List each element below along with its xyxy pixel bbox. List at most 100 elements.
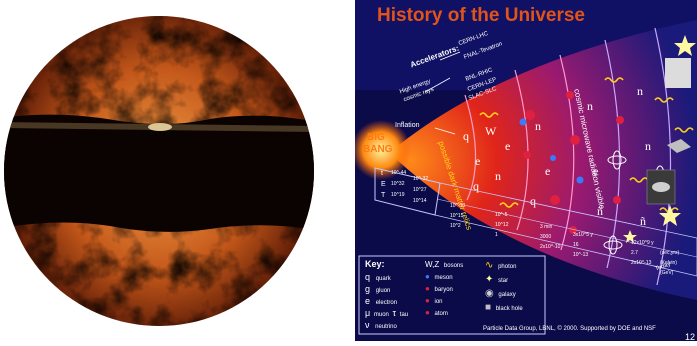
energy-value: 10^-13 (573, 252, 589, 258)
key-symbol: ν (365, 320, 370, 330)
temp-value: 10^27 (413, 187, 427, 193)
sky-sphere-graphic (4, 16, 314, 326)
temp-value: 3000 (540, 234, 552, 240)
temp-value: 10^32 (391, 181, 405, 187)
energy-value: 1 (495, 232, 498, 238)
key-item: ν neutrino (365, 320, 408, 332)
inflation-label: Inflation (395, 122, 420, 129)
key-symbol: μ (365, 308, 371, 318)
meson-icon: ● (425, 272, 430, 281)
temp-value: 10^15 (450, 213, 464, 219)
key-item: ◉ galaxy (485, 288, 523, 302)
photon-icon: ∿ (485, 260, 494, 271)
row-label-energy: E (381, 181, 386, 188)
svg-text:q: q (473, 179, 479, 193)
time-value: 10^-10 (450, 203, 466, 209)
key-name: tau (399, 312, 409, 318)
key-name: gluon (375, 288, 391, 294)
key-name: ion (434, 299, 443, 305)
svg-text:n: n (587, 99, 593, 113)
black-hole-icon: ■ (485, 302, 492, 313)
svg-text:n: n (535, 119, 541, 133)
key-item: ● ion (425, 296, 463, 308)
units-label: (Kelvin) (660, 260, 677, 266)
poster-title: History of the Universe (377, 5, 585, 26)
key-name: baryon (434, 287, 453, 293)
key-item: ■ black hole (485, 302, 523, 316)
key-title: Key: (365, 259, 385, 269)
key-item: ● meson (425, 272, 463, 284)
units-label: (GeV) (660, 270, 674, 276)
svg-text:ñ: ñ (597, 204, 603, 218)
key-symbol: q (365, 272, 371, 282)
key-item: ✦ star (485, 274, 523, 288)
key-name: meson (434, 275, 453, 281)
key-symbol: e (365, 296, 371, 306)
time-value: 10^-32 (413, 176, 429, 182)
key-item: q quark (365, 272, 408, 284)
energy-value: 10^2 (450, 223, 461, 229)
svg-text:n: n (645, 139, 651, 153)
ion-icon: ● (425, 296, 430, 305)
key-name: galaxy (498, 292, 516, 298)
key-name: black hole (495, 306, 523, 312)
key-item: e electron (365, 296, 408, 308)
time-value: 10^-44 (391, 170, 407, 176)
big-bang-label-2: BANG (363, 144, 393, 155)
key-name: bosons (443, 263, 464, 269)
galaxy-icon: ◉ (485, 288, 494, 299)
key-symbol: τ (392, 308, 397, 318)
svg-text:e: e (475, 154, 480, 168)
key-item: ● atom (425, 308, 463, 320)
key-name: muon (373, 312, 389, 318)
baryon-icon: ● (425, 284, 430, 293)
key-name: atom (434, 311, 448, 317)
sky-map-image (0, 0, 318, 341)
atom-icon: ● (425, 308, 430, 317)
time-value: 12x10^9 y (631, 240, 654, 246)
svg-text:e: e (545, 164, 550, 178)
temp-value: 16 (573, 242, 579, 248)
energy-value: 10^19 (391, 192, 405, 198)
svg-text:n: n (637, 84, 643, 98)
energy-value: 10^14 (413, 198, 427, 204)
key-name: photon (498, 264, 517, 270)
svg-text:ñ: ñ (640, 214, 646, 228)
key-item: g gluon (365, 284, 408, 296)
key-symbol: g (365, 284, 371, 294)
key-legend: Key: q quark g gluon e electron μ muon τ… (359, 256, 545, 334)
key-name: electron (375, 300, 398, 306)
svg-text:q: q (463, 129, 469, 143)
units-label: (sec,yrs) (660, 250, 680, 256)
key-name: star (498, 278, 509, 284)
key-item: ∿ photon (485, 260, 523, 274)
svg-text:W: W (485, 124, 497, 138)
poster-graphic: qeW nqe neq neñ nnñ (355, 0, 697, 341)
svg-text:e: e (505, 139, 510, 153)
key-item: W,Z bosons (425, 260, 463, 272)
key-column-3: ∿ photon ✦ star ◉ galaxy ■ black hole (485, 260, 523, 316)
svg-text:q: q (530, 194, 536, 208)
key-symbol: W,Z (425, 260, 440, 269)
corner-number: 12 (685, 332, 696, 342)
key-item: μ muon τ tau (365, 308, 408, 320)
row-label-time: t (381, 170, 383, 177)
time-value: 3x10^5 y (573, 232, 593, 238)
temp-value: 10^12 (495, 222, 509, 228)
row-label-temperature: T (381, 192, 386, 199)
time-value: 3 min (540, 224, 553, 230)
key-name: quark (375, 276, 391, 282)
energy-value: 2x10^-10 (540, 244, 561, 250)
svg-text:n: n (495, 169, 501, 183)
key-column-2: W,Z bosons ● meson ● baryon ● ion ● atom (425, 260, 463, 320)
key-name: neutrino (375, 324, 397, 330)
temp-value: 2.7 (631, 250, 638, 256)
credit-line: Particle Data Group, LBNL, © 2000. Suppo… (483, 326, 656, 332)
star-icon: ✦ (485, 274, 494, 285)
energy-value: 2x10^-13 (631, 260, 652, 266)
time-value: 10^-5 (495, 212, 508, 218)
svg-text:e: e (593, 164, 598, 178)
key-column-1: q quark g gluon e electron μ muon τ tau … (365, 272, 408, 332)
big-bang-label-1: BIG (367, 132, 385, 143)
